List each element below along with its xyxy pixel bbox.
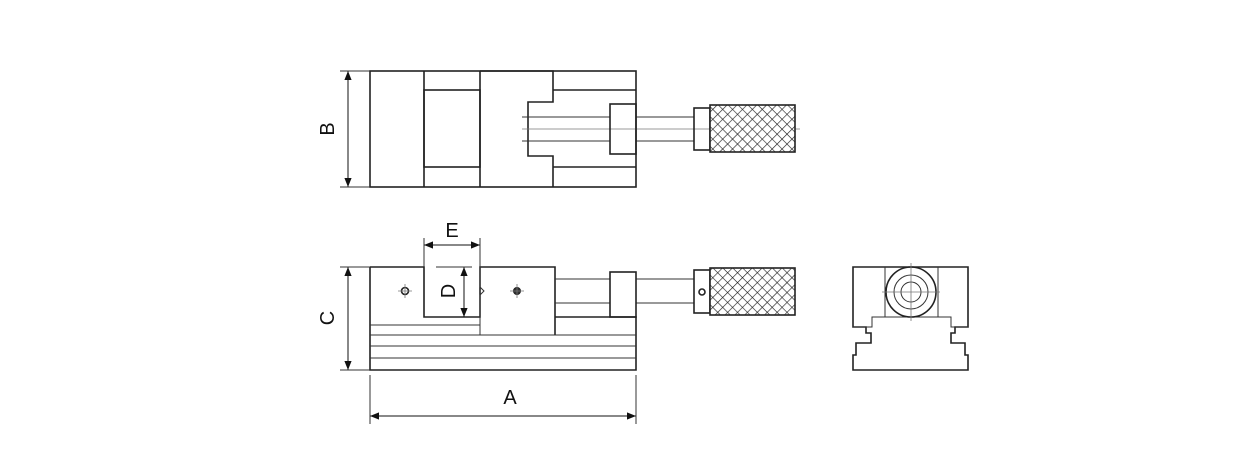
screw-hole-icon: [698, 288, 706, 296]
dimension-e-label: E: [445, 220, 458, 242]
dimension-a: A: [369, 375, 637, 424]
knurled-knob-side: [709, 267, 796, 316]
dimension-e: E: [423, 220, 481, 267]
side-view: [369, 266, 796, 371]
dimension-a-label: A: [503, 387, 517, 409]
screw-hole-icon: [398, 284, 412, 298]
dimension-c: C: [317, 266, 370, 371]
top-view: [369, 70, 800, 188]
knurled-knob-top: [709, 104, 796, 153]
dimension-b-label: B: [317, 122, 339, 135]
end-view: [852, 263, 969, 371]
dimension-c-label: C: [317, 311, 339, 325]
dimension-b: B: [317, 70, 370, 188]
dimension-d-label: D: [438, 284, 460, 298]
screw-hole-icon: [510, 284, 524, 298]
dimension-d: D: [436, 266, 472, 317]
